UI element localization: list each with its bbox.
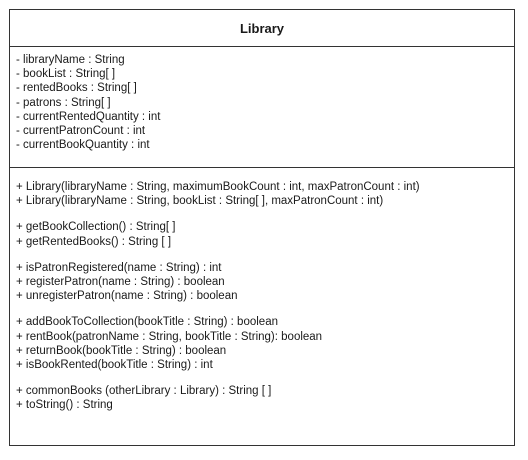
attribute-line: - patrons : String[ ] [16,96,111,109]
methods-compartment: + Library(libraryName : String, maximumB… [10,168,514,413]
method-line: + commonBooks (otherLibrary : Library) :… [16,385,272,398]
method-line: + registerPatron(name : String) : boolea… [16,276,225,289]
attribute-line: - currentPatronCount : int [16,125,146,138]
method-group: + commonBooks (otherLibrary : Library) :… [16,384,514,412]
uml-class-library: Library - libraryName : String - bookList… [9,9,515,446]
attributes-compartment: - libraryName : String - bookList : Strin… [10,47,514,168]
method-line: + unregisterPatron(name : String) : bool… [16,290,238,303]
method-line: + Library(libraryName : String, bookList… [16,195,384,208]
class-name: Library [239,20,285,36]
class-name-compartment: Library [10,10,514,47]
attribute-line: - rentedBooks : String[ ] [16,82,137,95]
attribute-line: - currentBookQuantity : int [16,139,150,152]
method-line: + isBookRented(bookTitle : String) : int [16,359,213,372]
method-line: + addBookToCollection(bookTitle : String… [16,316,278,329]
method-group: + isPatronRegistered(name : String) : in… [16,261,514,304]
method-line: + getBookCollection() : String[ ] [16,221,176,234]
method-line: + getRentedBooks() : String [ ] [16,235,172,248]
method-line: + toString() : String [16,399,113,412]
attribute-line: - bookList : String[ ] [16,68,116,81]
method-group: + Library(libraryName : String, maximumB… [16,180,514,208]
attribute-line: - libraryName : String [16,54,125,66]
method-line: + returnBook(bookTitle : String) : boole… [16,344,227,357]
method-line: + rentBook(patronName : String, bookTitl… [16,330,323,343]
attribute-line: - currentRentedQuantity : int [16,110,161,123]
method-group: + getBookCollection() : String[ ]+ getRe… [16,220,514,248]
method-group: + addBookToCollection(bookTitle : String… [16,315,514,372]
method-line: + isPatronRegistered(name : String) : in… [16,261,222,274]
method-line: + Library(libraryName : String, maximumB… [16,181,420,193]
